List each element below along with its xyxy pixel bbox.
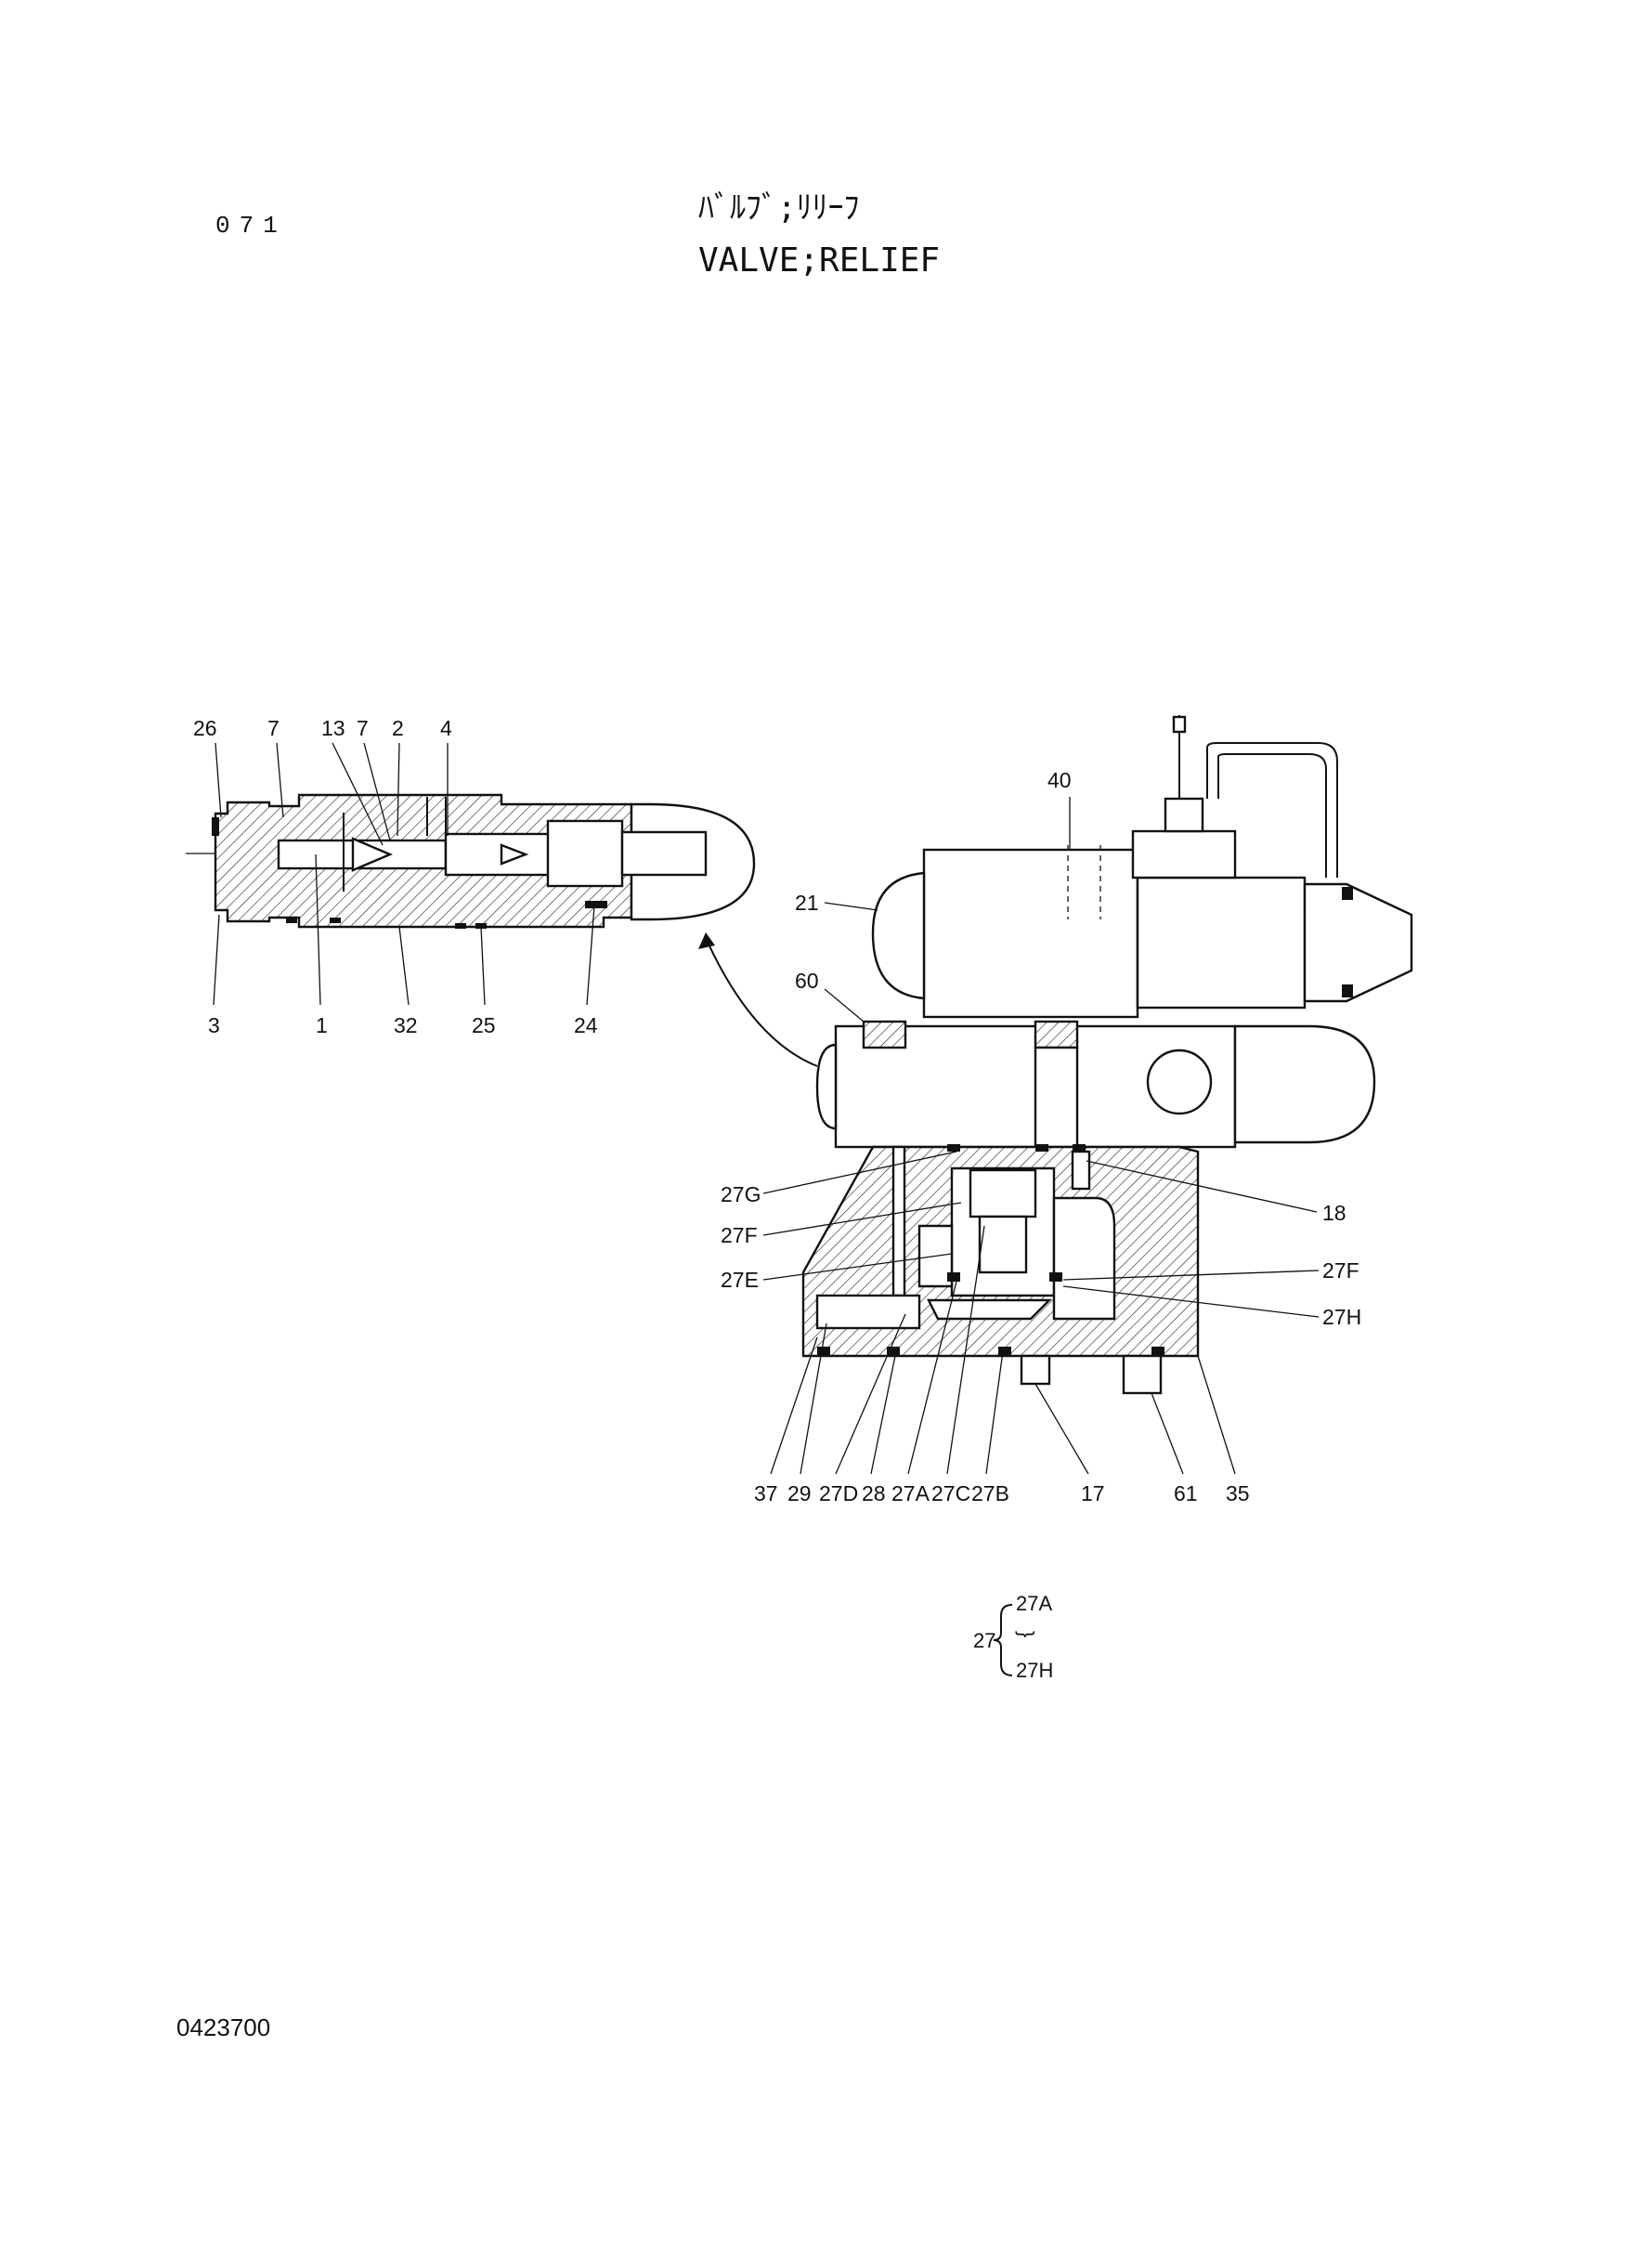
solenoid-left-cap — [871, 871, 926, 1000]
callout-2: 2 — [392, 716, 404, 740]
left-view-leaders — [213, 742, 595, 1006]
callout-27H: 27H — [1322, 1305, 1361, 1329]
callout-17: 17 — [1081, 1481, 1105, 1505]
terminal-box — [1131, 829, 1237, 879]
detail-arrow — [705, 937, 818, 1067]
callout-40: 40 — [1047, 768, 1072, 792]
title-japanese: ﾊﾞﾙﾌﾞ;ﾘﾘｰﾌ — [698, 189, 860, 227]
callout-7b: 7 — [357, 716, 369, 740]
solenoid-nose — [1303, 882, 1413, 1003]
valve-assembly-view — [801, 715, 1413, 1395]
pilot-poppet-tip — [500, 843, 529, 866]
kit-separator: } — [1015, 1631, 1038, 1637]
callout-27F-left: 27F — [721, 1223, 758, 1247]
callout-28: 28 — [862, 1481, 886, 1505]
callout-1: 1 — [316, 1013, 328, 1037]
side-passage — [1052, 1196, 1116, 1321]
kit-parent: 27 — [973, 1629, 995, 1652]
plug-60 — [862, 1020, 907, 1049]
callout-21: 21 — [795, 891, 819, 915]
callout-26: 26 — [193, 716, 217, 740]
kit-range-note: 27 27A } 27H — [973, 1592, 1053, 1682]
callout-27B: 27B — [971, 1481, 1009, 1505]
callout-60: 60 — [795, 969, 819, 993]
kit-from: 27A — [1016, 1592, 1052, 1615]
callout-61: 61 — [1174, 1481, 1198, 1505]
callout-29: 29 — [787, 1481, 812, 1505]
callout-27G: 27G — [721, 1182, 761, 1206]
left-view-callouts: 26 7 13 7 2 4 3 1 32 25 24 — [193, 716, 598, 1037]
right-view-callouts: 40 21 60 27G 27F 27E 18 27F 27H 37 29 27… — [721, 768, 1361, 1505]
callout-27E: 27E — [721, 1268, 759, 1292]
solenoid-tube — [1136, 876, 1307, 1010]
callout-37: 37 — [754, 1481, 778, 1505]
callout-13: 13 — [321, 716, 345, 740]
connector — [1164, 797, 1204, 833]
callout-18: 18 — [1322, 1201, 1346, 1225]
title-english: VALVE;RELIEF — [698, 241, 941, 280]
adjust-nut — [546, 819, 624, 888]
plug-29 — [815, 1294, 921, 1330]
callout-32: 32 — [394, 1013, 418, 1037]
solenoid-coil — [922, 848, 1139, 1019]
callout-24: 24 — [574, 1013, 598, 1037]
right-view-leaders — [762, 797, 1320, 1475]
adjust-screw — [620, 830, 708, 877]
mounting-hole — [1146, 1049, 1213, 1115]
callout-27C: 27C — [931, 1481, 970, 1505]
brace-icon — [993, 1604, 1013, 1676]
callout-3: 3 — [208, 1013, 220, 1037]
lead-wire — [1206, 742, 1338, 878]
callout-35: 35 — [1226, 1481, 1250, 1505]
cartridge-section-view — [186, 793, 756, 929]
callout-27D: 27D — [819, 1481, 858, 1505]
valve-block-end — [1233, 1024, 1376, 1144]
poppet-tip — [351, 837, 394, 872]
plug-61 — [1122, 1354, 1163, 1395]
callout-27F-right: 27F — [1322, 1258, 1359, 1283]
callout-4: 4 — [440, 716, 452, 740]
pin-17 — [1020, 1354, 1051, 1386]
callout-27A: 27A — [891, 1481, 930, 1505]
page-number: 071 — [215, 212, 287, 240]
kit-to: 27H — [1016, 1659, 1053, 1682]
drawing-number: 0423700 — [176, 2013, 271, 2041]
callout-7: 7 — [267, 716, 280, 740]
callout-25: 25 — [472, 1013, 496, 1037]
